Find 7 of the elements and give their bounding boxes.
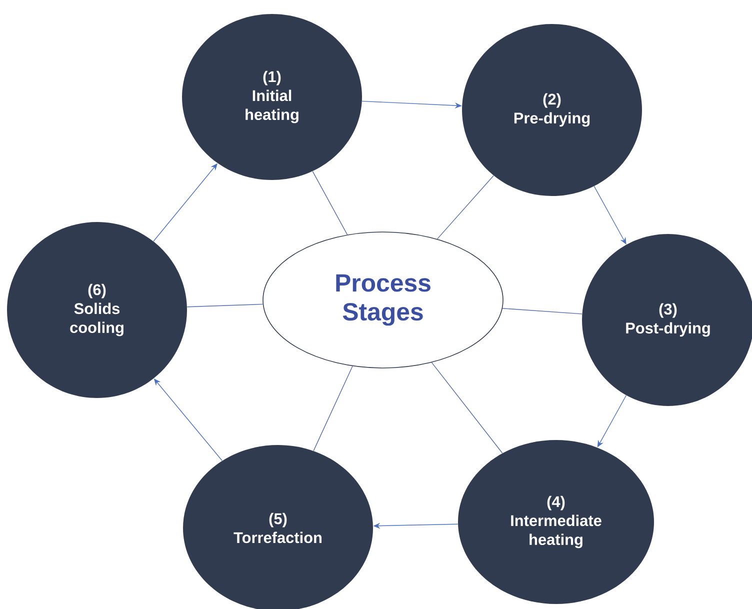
connector-line <box>431 362 503 454</box>
connector-line <box>186 304 264 308</box>
connector-line <box>436 175 494 240</box>
arrow <box>597 395 627 448</box>
connector-line <box>502 308 582 314</box>
connector-line <box>312 170 348 236</box>
connector-line <box>313 366 353 452</box>
